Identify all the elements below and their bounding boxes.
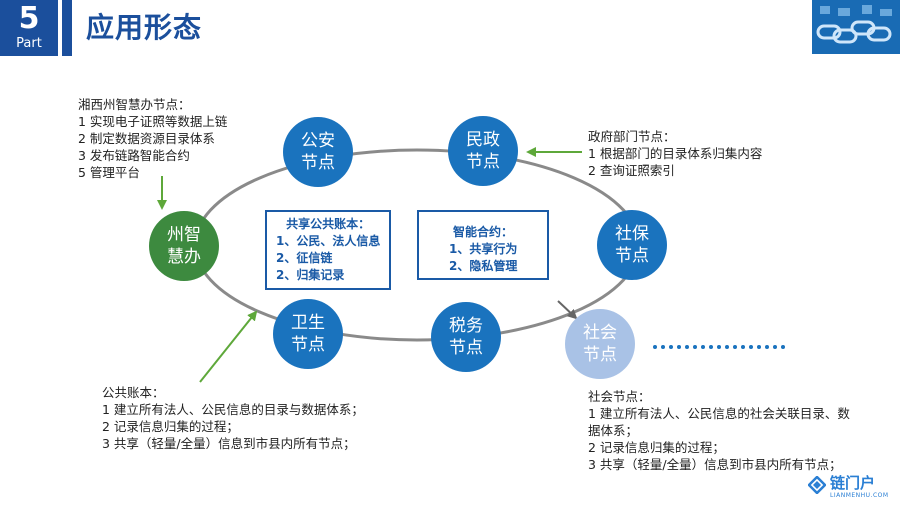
social-line: 据体系；: [588, 423, 639, 438]
part-number: 5: [18, 1, 40, 36]
header-stripe: [62, 0, 72, 56]
xiangxi-line: 1 实现电子证照等数据上链: [78, 114, 228, 129]
node-zhou-zhihui: 州智 慧办: [149, 211, 219, 281]
xiangxi-node-description: 湘西州智慧办节点： 1 实现电子证照等数据上链 2 制定数据资源目录体系 3 发…: [78, 96, 227, 181]
xiangxi-line: 3 发布链路智能合约: [78, 148, 190, 163]
social-node-description: 社会节点： 1 建立所有法人、公民信息的社会关联目录、数 据体系； 2 记录信息…: [588, 388, 850, 473]
shared-ledger-line: 2、归集记录: [276, 268, 345, 282]
node-shuiwu: 税务 节点: [431, 302, 501, 372]
node-gongan: 公安 节点: [283, 117, 353, 187]
xiangxi-line: 2 制定数据资源目录体系: [78, 131, 215, 146]
smart-contract-line: 1、共享行为: [449, 242, 518, 256]
arrow-to-shehui: [557, 300, 578, 320]
brand-logo-subtext: LIANMENHU.COM: [830, 492, 889, 499]
social-line: 3 共享（轻量/全量）信息到市县内所有节点；: [588, 457, 842, 472]
part-label: Part: [16, 36, 42, 51]
gov-node-description: 政府部门节点： 1 根据部门的目录体系归集内容 2 查询证照索引: [588, 128, 762, 179]
shared-ledger-heading: 共享公共账本：: [286, 217, 371, 231]
smart-contract-heading: 智能合约：: [452, 225, 513, 239]
gov-line: 2 查询证照索引: [588, 163, 675, 178]
gov-line: 1 根据部门的目录体系归集内容: [588, 146, 763, 161]
brand-logo-text: 链门户: [830, 474, 876, 492]
blockchain-thumbnail-image: [812, 0, 900, 54]
node-minzheng: 民政 节点: [448, 116, 518, 186]
ledger-line: 1 建立所有法人、公民信息的目录与数据体系；: [102, 402, 364, 417]
public-ledger-description: 公共账本： 1 建立所有法人、公民信息的目录与数据体系； 2 记录信息归集的过程…: [102, 384, 364, 452]
social-heading: 社会节点：: [588, 389, 651, 404]
ledger-heading: 公共账本：: [102, 385, 165, 400]
shared-ledger-line: 1、公民、法人信息: [276, 234, 381, 248]
page-title: 应用形态: [86, 11, 203, 44]
ledger-line: 3 共享（轻量/全量）信息到市县内所有节点；: [102, 436, 356, 451]
arrow-to-weisheng: [199, 310, 258, 383]
xiangxi-line: 5 管理平台: [78, 165, 140, 180]
gov-heading: 政府部门节点：: [588, 129, 676, 144]
continuation-dots: [653, 345, 785, 349]
xiangxi-heading: 湘西州智慧办节点：: [78, 97, 191, 112]
shared-ledger-line: 2、征信链: [276, 251, 333, 265]
social-line: 1 建立所有法人、公民信息的社会关联目录、数: [588, 406, 850, 421]
part-badge: 5 Part: [0, 0, 58, 56]
ledger-line: 2 记录信息归集的过程；: [102, 419, 239, 434]
shared-ledger-box: 共享公共账本： 1、公民、法人信息 2、征信链 2、归集记录: [265, 210, 392, 290]
smart-contract-line: 2、隐私管理: [449, 259, 518, 273]
brand-logo-icon: [808, 476, 826, 494]
node-weisheng: 卫生 节点: [273, 299, 343, 369]
node-shehui: 社会 节点: [565, 309, 635, 379]
node-shebao: 社保 节点: [597, 210, 667, 280]
chain-link-icon: [812, 0, 900, 54]
social-line: 2 记录信息归集的过程；: [588, 440, 725, 455]
smart-contract-box: 智能合约： 1、共享行为 2、隐私管理: [417, 210, 549, 280]
